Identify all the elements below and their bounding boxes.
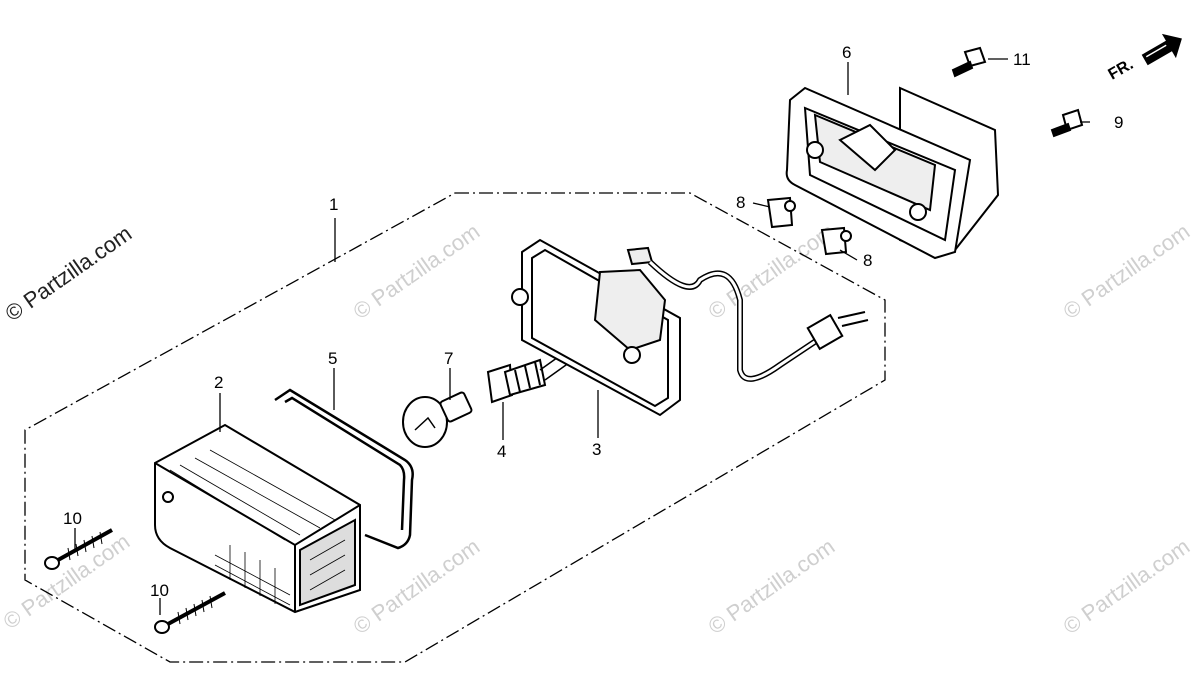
arrow-icon [1141, 33, 1182, 66]
case-part [785, 86, 1000, 260]
callout-7: 7 [444, 349, 453, 368]
callout-11: 11 [1013, 50, 1031, 69]
housing-part [511, 238, 681, 417]
callout-1: 1 [329, 195, 338, 214]
callout-8: 8 [736, 193, 745, 212]
callout-6: 6 [842, 43, 851, 62]
watermark: © Partzilla.com [1059, 534, 1195, 640]
fr-label: FR. [1106, 56, 1137, 84]
lens-part [154, 423, 361, 614]
callout-10: 10 [63, 509, 82, 528]
watermark: © Partzilla.com [704, 534, 840, 640]
callout-9: 9 [1114, 113, 1123, 132]
corner-watermark: © Partzilla.com [1, 221, 137, 327]
bulb-part [402, 391, 473, 448]
callout-8: 8 [863, 251, 872, 270]
watermark: © Partzilla.com [1059, 219, 1195, 325]
screw-part [951, 46, 1084, 138]
leader-lines [74, 58, 1090, 615]
socket-part [486, 319, 616, 404]
watermark: © Partzilla.com [349, 534, 485, 640]
callout-4: 4 [497, 442, 506, 461]
assembly-outline [24, 192, 886, 663]
callouts: 1 2 3 4 5 6 7 8 8 9 10 10 11 [63, 43, 1123, 600]
front-direction-marker: FR. [1106, 33, 1182, 84]
gasket-part [274, 388, 414, 550]
wire-harness [647, 259, 869, 382]
callout-5: 5 [328, 349, 337, 368]
callout-3: 3 [592, 440, 601, 459]
watermark: © Partzilla.com [0, 529, 134, 635]
callout-10: 10 [150, 581, 169, 600]
callout-2: 2 [214, 373, 223, 392]
nut-part [766, 196, 852, 256]
watermark: © Partzilla.com [349, 219, 485, 325]
long-screw-part [44, 528, 226, 634]
